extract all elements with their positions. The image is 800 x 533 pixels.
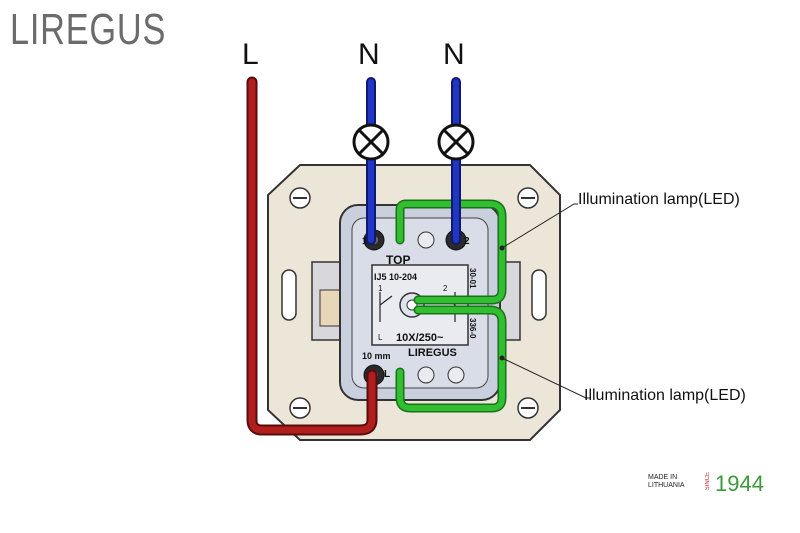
made-in-badge: MADE IN LITHUANIA (648, 474, 685, 490)
schematic-label-1: 1 (378, 284, 383, 293)
lower-led-wire (397, 307, 505, 411)
line-label: L (242, 38, 259, 71)
since-text: SINCE (705, 472, 711, 491)
strip-length: 10 mm (362, 351, 391, 361)
made-in-text: MADE IN (648, 474, 678, 481)
neutral-wires (366, 77, 461, 245)
side-code-top: 30-01 (468, 268, 477, 289)
left-clip-insert (319, 289, 343, 327)
brand-logo: LIREGUS (10, 8, 166, 52)
neutral-2-label: N (443, 38, 465, 71)
terminal-top-middle (417, 231, 435, 249)
schematic-label-2: 2 (443, 284, 448, 293)
screw-bottom-right (517, 397, 539, 419)
screw-top-right (517, 187, 539, 209)
terminal-1-label: 1 (362, 236, 368, 247)
lamp-2-icon (437, 123, 475, 161)
side-code-bottom: 336-0 (468, 318, 477, 339)
upper-led-wire (397, 201, 505, 303)
since-year: 1944 (715, 471, 764, 496)
screw-bottom-left (289, 397, 311, 419)
terminal-bottom-middle (417, 366, 435, 384)
terminal-2-label: 2 (464, 236, 470, 247)
line-wire (246, 76, 378, 436)
neutral-1-label: N (358, 38, 380, 71)
led-wires (395, 199, 507, 413)
brand-mark: LIREGUS (408, 347, 457, 359)
brand-logo-text: LIREGUS (10, 5, 167, 54)
callout-leaders (499, 203, 590, 399)
rating: 10X/250~ (396, 332, 444, 344)
schematic-label-L: L (378, 333, 383, 342)
terminal-bottom-right (447, 366, 465, 384)
country-text: LITHUANIA (648, 482, 685, 489)
top-label: TOP (386, 253, 410, 267)
callout-upper-led: Illumination lamp(LED) (578, 191, 740, 208)
callout-lower-led: Illumination lamp(LED) (584, 387, 746, 404)
model-code: IJ5 10-204 (374, 272, 417, 282)
screw-top-left (289, 187, 311, 209)
lamp-1-icon (352, 123, 390, 161)
terminal-L-label: L (384, 369, 390, 380)
